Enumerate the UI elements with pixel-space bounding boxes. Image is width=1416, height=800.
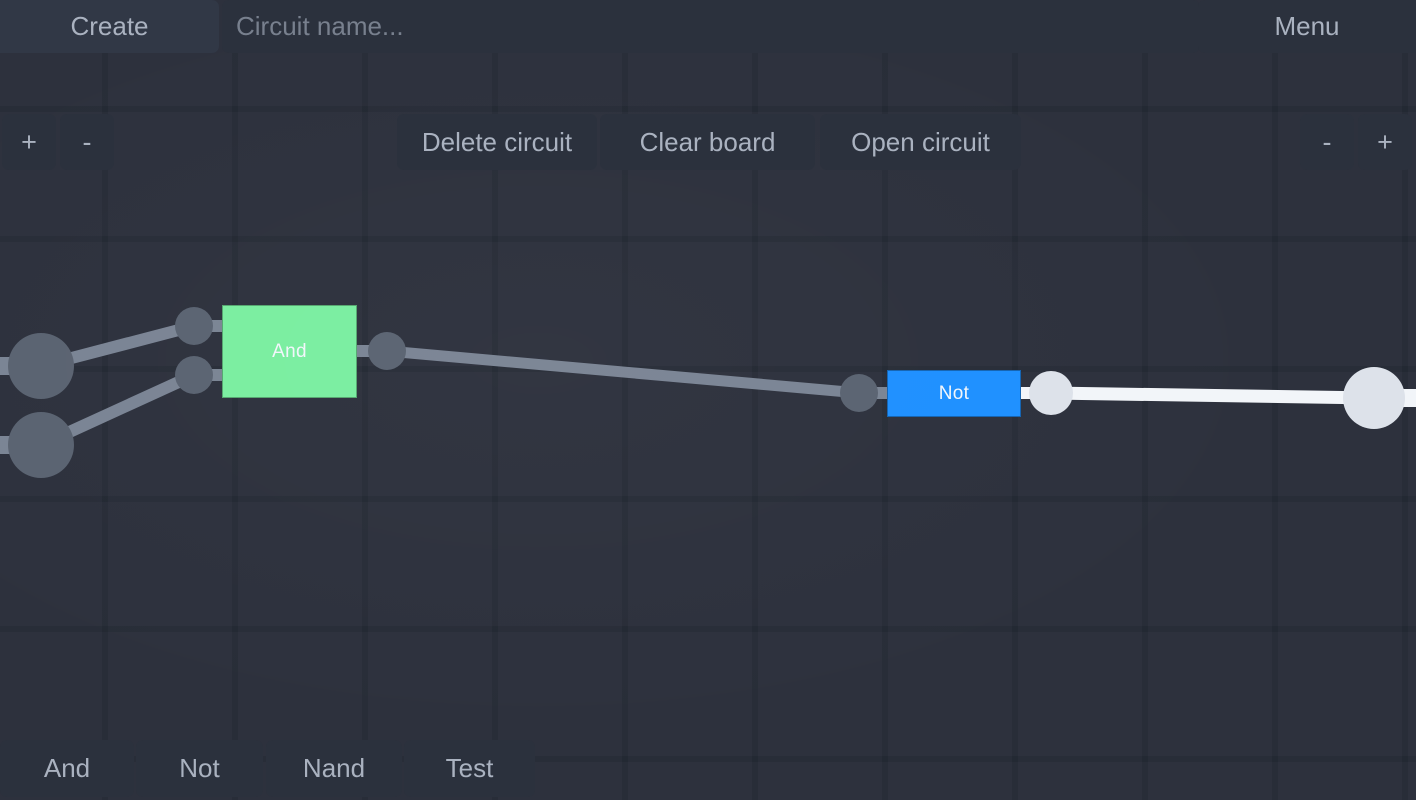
- connection-node[interactable]: [175, 307, 213, 345]
- connection-node[interactable]: [8, 333, 74, 399]
- clear-board-button[interactable]: Clear board: [600, 114, 815, 170]
- zoom-in-left-button[interactable]: +: [2, 114, 56, 170]
- connection-node[interactable]: [840, 374, 878, 412]
- circuit-name-input[interactable]: [222, 0, 1200, 53]
- zoom-out-right-button[interactable]: -: [1300, 114, 1354, 170]
- gate-and[interactable]: And: [222, 305, 357, 398]
- connection-node[interactable]: [8, 412, 74, 478]
- gate-label: And: [272, 340, 307, 362]
- create-button[interactable]: Create: [0, 0, 219, 53]
- toolbar-primary: Create Menu: [0, 0, 1416, 53]
- palette-button-not[interactable]: Not: [136, 740, 263, 797]
- zoom-out-left-button[interactable]: -: [60, 114, 114, 170]
- zoom-in-right-button[interactable]: +: [1358, 114, 1412, 170]
- menu-button[interactable]: Menu: [1198, 0, 1416, 53]
- gate-not[interactable]: Not: [887, 370, 1021, 417]
- gate-label: Not: [938, 382, 970, 404]
- connection-node[interactable]: [175, 356, 213, 394]
- connection-node[interactable]: [368, 332, 406, 370]
- wire[interactable]: [386, 345, 860, 399]
- palette-button-and[interactable]: And: [0, 740, 134, 797]
- connection-node[interactable]: [1029, 371, 1073, 415]
- delete-circuit-button[interactable]: Delete circuit: [397, 114, 597, 170]
- connection-node[interactable]: [1343, 367, 1405, 429]
- palette-button-test[interactable]: Test: [404, 740, 535, 797]
- palette-button-nand[interactable]: Nand: [266, 740, 402, 797]
- open-circuit-button[interactable]: Open circuit: [820, 114, 1021, 170]
- wire[interactable]: [1050, 386, 1375, 405]
- toolbar-secondary: + - Delete circuit Clear board Open circ…: [0, 57, 1416, 170]
